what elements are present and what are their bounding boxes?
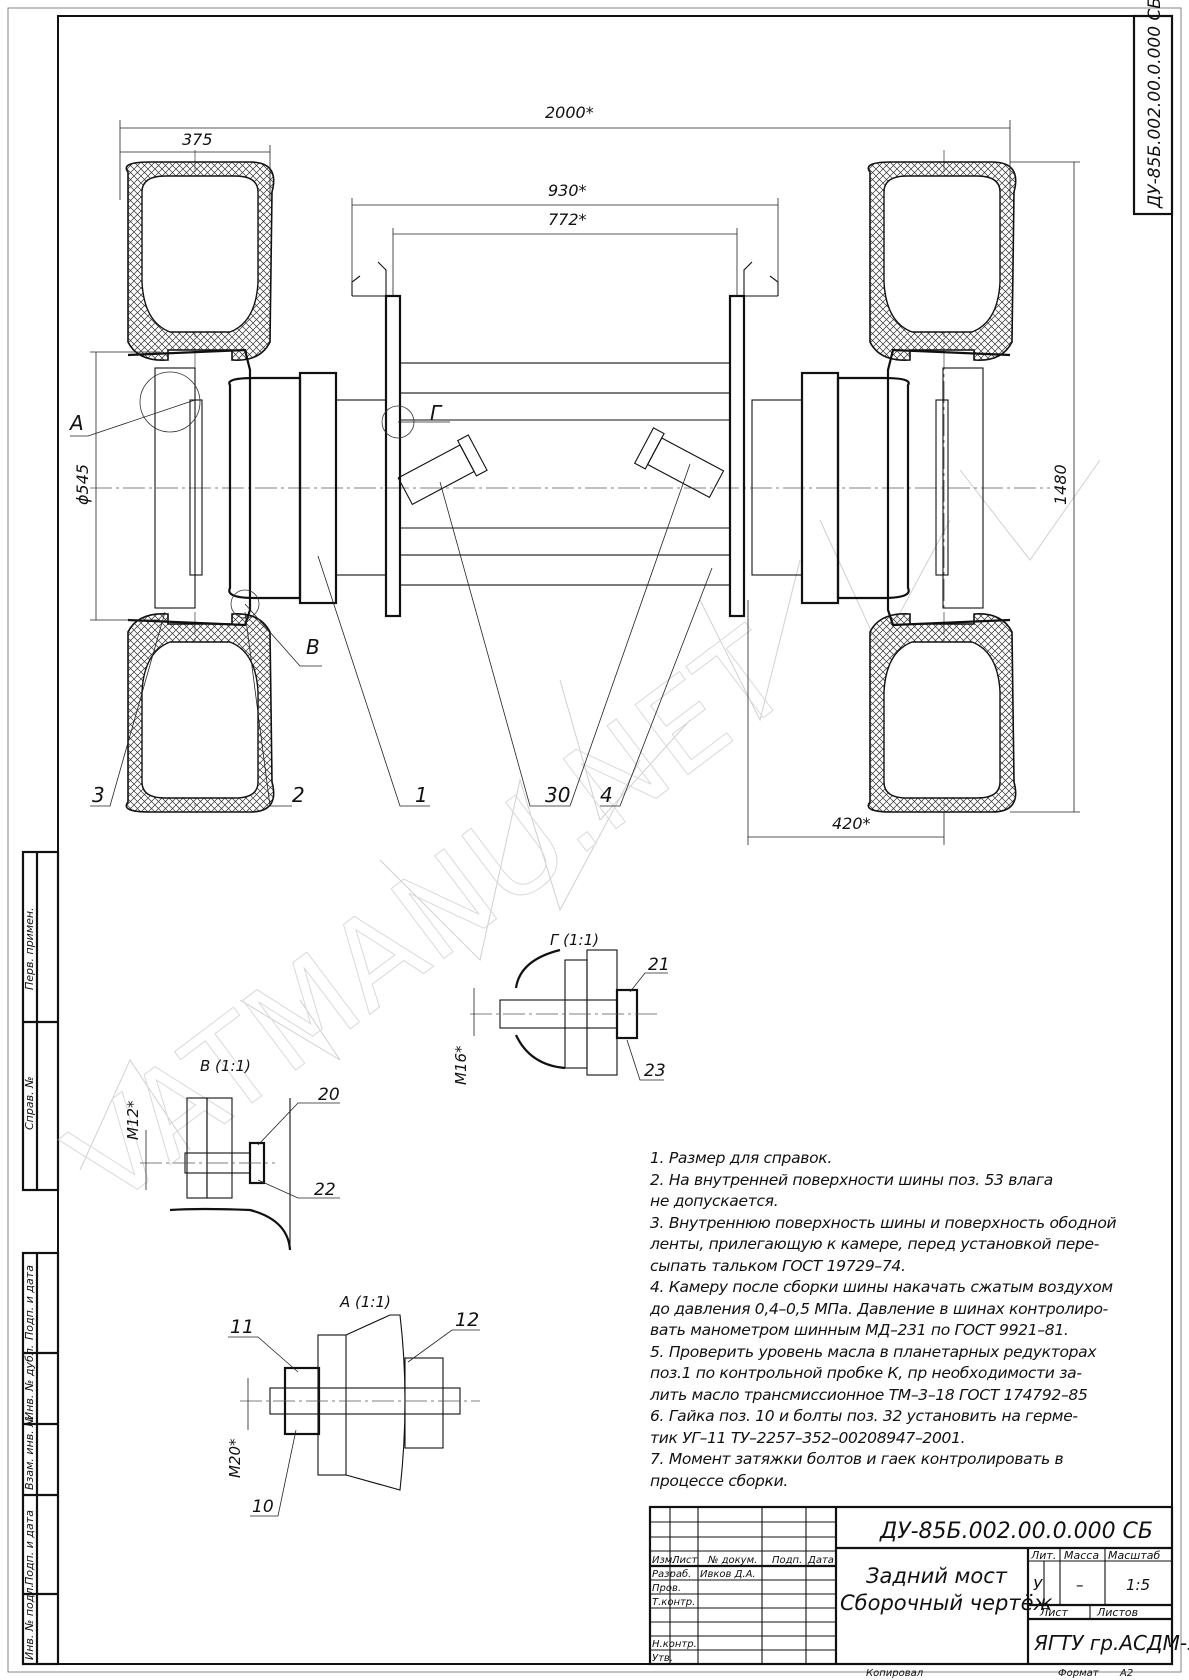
detail-b-thread: М12* [124, 1100, 142, 1140]
note-line: 3. Внутреннюю поверхность шины и поверхн… [650, 1213, 1117, 1232]
dim-rim-diameter: ϕ545 [73, 464, 92, 505]
callout-pos-1: 1 [415, 783, 428, 807]
tb-podp: Подп. [772, 1555, 802, 1566]
outer-border [7, 7, 1182, 1673]
tb-copied: Копировал [866, 1668, 924, 1679]
detail-g-pos-21: 21 [648, 955, 670, 975]
stamp-perv: Перв. примен. [23, 907, 36, 990]
dim-overall: 2000* [545, 103, 594, 122]
tb-organization: ЯГТУ гр.АСДМ-57 [1033, 1631, 1189, 1655]
tb-lit-header: Лит. [1030, 1549, 1056, 1562]
tb-mass-value: – [1076, 1576, 1084, 1594]
callout-view-a: А [68, 411, 84, 435]
note-line: 2. На внутренней поверхности шины поз. 5… [650, 1170, 1053, 1189]
note-line: 1. Размер для справок. [650, 1149, 832, 1167]
tb-sheet-label: Лист [1039, 1606, 1068, 1619]
side-stamp-columns: Перв. примен. Справ. № Подп. и дата Инв.… [21, 850, 60, 1666]
note-line: 5. Проверить уровень масла в планетарных… [650, 1342, 1097, 1361]
title-block: Изм. Лист № докум. Подп. Дата Разраб. Ив… [648, 1505, 1189, 1679]
note-line: лить масло трансмиссионное ТМ–3–18 ГОСТ … [650, 1385, 1088, 1404]
tb-data: Дата [807, 1555, 834, 1566]
technical-notes: 1. Размер для справок. 2. На внутренней п… [650, 1148, 1117, 1492]
callout-view-g: Г [430, 401, 443, 425]
watermark: VATMANU.NET [43, 459, 1101, 1234]
dim-offset: 420* [832, 814, 871, 833]
tb-scale-value: 1:5 [1126, 1576, 1150, 1594]
note-line: вать манометром шинным МД–231 по ГОСТ 99… [650, 1321, 1069, 1339]
tb-razrab: Разраб. [652, 1568, 691, 1580]
stamp-vzam: Взам. инв. № [23, 1415, 36, 1490]
note-line: ленты, прилегающую к камере, перед устан… [650, 1235, 1100, 1253]
detail-b-pos-22: 22 [314, 1180, 336, 1200]
note-line: поз.1 по контрольной пробке К, пр необхо… [650, 1364, 1082, 1382]
tb-utv: Утв. [652, 1653, 673, 1664]
tb-format-value: А2 [1119, 1668, 1133, 1679]
stamp-podp-data-1: Подп. и дата [23, 1265, 36, 1340]
tb-tkontr: Т.контр. [652, 1597, 695, 1608]
callout-pos-2: 2 [292, 783, 305, 807]
dim-height: 1480 [1051, 464, 1070, 505]
detail-a-thread: М20* [226, 1438, 244, 1478]
tb-izm: Изм. [652, 1555, 676, 1566]
note-line: сыпать тальком ГОСТ 19729–74. [650, 1256, 906, 1275]
stamp-inv-podl: Инв. № подл. [23, 1584, 36, 1660]
detail-g: Г (1:1) М16* 21 23 [452, 931, 670, 1085]
stamp-inv-dubl: Инв. № дубл. [23, 1345, 36, 1420]
tb-sheets-label: Листов [1096, 1606, 1138, 1619]
inner-frame [57, 15, 1173, 1665]
tb-designation: ДУ-85Б.002.00.0.000 СБ [879, 1519, 1153, 1544]
callout-view-b: В [306, 635, 320, 659]
tb-mass-header: Масса [1064, 1549, 1099, 1562]
detail-a-pos-10: 10 [252, 1497, 274, 1517]
note-line: тик УГ–11 ТУ–2257–352–00208947–2001. [650, 1428, 966, 1447]
stamp-sprav: Справ. № [23, 1076, 36, 1130]
detail-a-pos-12: 12 [455, 1309, 479, 1331]
main-view: 2000* 375 930* 772* ϕ545 1480 420* А [68, 103, 1080, 845]
note-line: не допускается. [650, 1192, 779, 1210]
rotated-designation-box: ДУ-85Б.002.00.0.000 СБ [1132, 0, 1174, 216]
detail-a-pos-11: 11 [230, 1316, 254, 1338]
detail-g-thread: М16* [452, 1045, 470, 1085]
note-line: процессе сборки. [650, 1471, 789, 1490]
tb-title-1: Задний мост [866, 1564, 1008, 1588]
detail-a: А (1:1) М20* 11 12 10 [226, 1293, 480, 1517]
tb-razrab-name: Ивков Д.А. [700, 1569, 756, 1580]
detail-b-title: В (1:1) [200, 1057, 251, 1075]
tb-title-2: Сборочный чертёж [840, 1591, 1052, 1615]
callout-pos-4: 4 [600, 783, 613, 807]
detail-g-pos-23: 23 [644, 1061, 666, 1081]
note-line: 4. Камеру после сборки шины накачать сжа… [650, 1278, 1113, 1296]
tb-scale-header: Масштаб [1108, 1549, 1160, 1562]
note-line: 6. Гайка поз. 10 и болты поз. 32 установ… [650, 1407, 1078, 1425]
note-line: до давления 0,4–0,5 МПа. Давление в шина… [650, 1299, 1108, 1318]
callout-pos-3: 3 [92, 783, 105, 807]
tb-nkontr: Н.контр. [652, 1639, 697, 1650]
detail-b-pos-20: 20 [318, 1085, 340, 1105]
tb-list: Лист [671, 1555, 699, 1566]
detail-a-title: А (1:1) [339, 1293, 391, 1311]
tb-lit-value: У [1033, 1576, 1043, 1594]
tb-ndoc: № докум. [707, 1555, 757, 1566]
dim-tire-width: 375 [182, 130, 213, 149]
callout-pos-30: 30 [545, 783, 570, 807]
tb-format-label: Формат [1058, 1668, 1100, 1679]
detail-g-title: Г (1:1) [550, 931, 599, 949]
note-line: 7. Момент затяжки болтов и гаек контроли… [650, 1450, 1064, 1468]
stamp-podp-data-2: Подп. и дата [23, 1510, 36, 1585]
rotated-designation: ДУ-85Б.002.00.0.000 СБ [1145, 0, 1165, 209]
tb-prov: Пров. [652, 1583, 681, 1594]
dim-frame-outer: 930* [548, 181, 587, 200]
detail-b: В (1:1) М12* 20 22 [124, 1057, 340, 1251]
dim-frame-inner: 772* [548, 210, 587, 229]
